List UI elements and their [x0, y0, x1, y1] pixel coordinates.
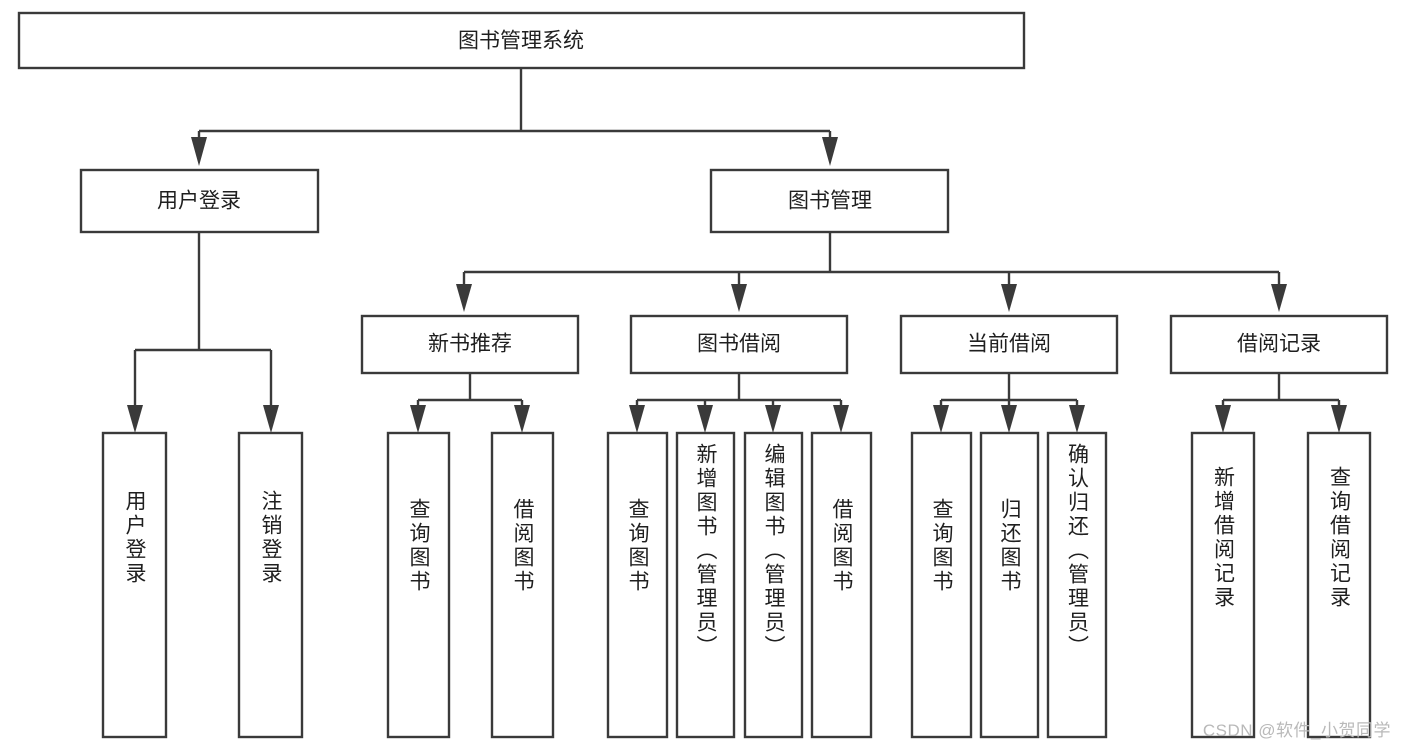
node-new-book-rec[interactable]: 新书推荐 — [360, 314, 580, 375]
arrow-to-borrow-record — [1271, 284, 1287, 312]
leaf-box-cb-return-book[interactable] — [979, 431, 1040, 739]
node-borrow-record-box[interactable] — [1169, 314, 1389, 375]
node-current-borrow-box[interactable] — [899, 314, 1119, 375]
leaf-box-br-add-record[interactable] — [1190, 431, 1256, 739]
node-borrow-record-label: 借阅记录 — [1237, 333, 1321, 356]
node-book-manage[interactable]: 图书管理 — [709, 168, 950, 234]
node-user-login-label: 用户登录 — [157, 190, 241, 213]
arrow-to-bb-leaf-1 — [629, 405, 645, 433]
leaf-box-bb-edit-book[interactable] — [743, 431, 804, 739]
node-user-login[interactable]: 用户登录 — [79, 168, 320, 234]
node-new-book-rec-box[interactable] — [360, 314, 580, 375]
node-book-borrow[interactable]: 图书借阅 — [629, 314, 849, 375]
leaf-box-bb-borrow-book[interactable] — [810, 431, 873, 739]
node-current-borrow[interactable]: 当前借阅 — [899, 314, 1119, 375]
arrow-to-cb-leaf-1 — [933, 405, 949, 433]
arrow-to-current-borrow — [1001, 284, 1017, 312]
node-book-manage-label: 图书管理 — [788, 190, 872, 213]
node-book-borrow-box[interactable] — [629, 314, 849, 375]
node-root-label: 图书管理系统 — [458, 30, 584, 53]
arrow-to-leaf-logout — [263, 405, 279, 433]
watermark-text: CSDN @软件_小贺同学 — [1202, 721, 1391, 740]
arrow-to-new-book-rec — [456, 284, 472, 312]
leaf-box-br-query-record[interactable] — [1306, 431, 1372, 739]
arrow-to-book-borrow — [731, 284, 747, 312]
leaf-box-nbr-borrow-book[interactable] — [490, 431, 555, 739]
leaf-box-logout[interactable] — [237, 431, 304, 739]
node-new-book-rec-label: 新书推荐 — [428, 333, 512, 356]
arrow-to-bb-leaf-3 — [765, 405, 781, 433]
leaf-box-cb-confirm-return[interactable] — [1046, 431, 1108, 739]
arrow-to-bb-leaf-2 — [697, 405, 713, 433]
arrow-to-br-leaf-1 — [1215, 405, 1231, 433]
arrow-to-bb-leaf-4 — [833, 405, 849, 433]
arrow-to-cb-leaf-2 — [1001, 405, 1017, 433]
arrow-to-br-leaf-2 — [1331, 405, 1347, 433]
arrow-to-cb-leaf-3 — [1069, 405, 1085, 433]
node-current-borrow-label: 当前借阅 — [967, 333, 1051, 356]
leaf-box-cb-query-book[interactable] — [910, 431, 973, 739]
leaf-box-user-login[interactable] — [101, 431, 168, 739]
leaf-box-bb-add-book[interactable] — [675, 431, 736, 739]
node-borrow-record[interactable]: 借阅记录 — [1169, 314, 1389, 375]
node-root[interactable]: 图书管理系统 — [17, 11, 1026, 70]
arrow-to-nbr-leaf-2 — [514, 405, 530, 433]
arrow-to-nbr-leaf-1 — [410, 405, 426, 433]
leaf-box-bb-query-book[interactable] — [606, 431, 669, 739]
arrow-to-user-login — [191, 137, 207, 166]
leaf-box-nbr-query-book[interactable] — [386, 431, 451, 739]
arrow-to-leaf-user-login — [127, 405, 143, 433]
arrow-to-book-manage — [822, 137, 838, 166]
node-book-manage-box[interactable] — [709, 168, 950, 234]
node-book-borrow-label: 图书借阅 — [697, 333, 781, 356]
node-root-box[interactable] — [17, 11, 1026, 70]
